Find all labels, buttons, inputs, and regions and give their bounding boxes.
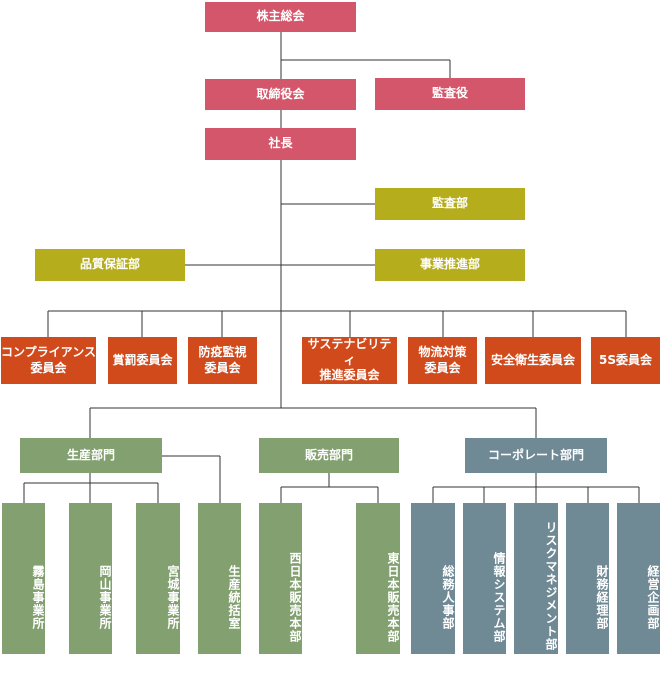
committee-rewards-discipline: 賞罰委員会 [108,337,177,384]
unit-general-affairs-hr: 総務人事部 [411,503,455,654]
unit-corporate-planning: 経営企画部 [617,503,660,654]
business-promotion-box: 事業推進部 [375,249,525,281]
committee-health-safety: 安全衛生委員会 [485,337,581,384]
president-box: 社長 [205,128,356,160]
sales-division-box: 販売部門 [259,438,399,473]
unit-production-control: 生産統括室 [198,503,241,654]
unit-finance-accounting: 財務経理部 [566,503,609,654]
shareholders-meeting-box: 株主総会 [205,2,356,32]
unit-information-systems: 情報システム部 [463,503,506,654]
corporate-division-box: コーポレート部門 [465,438,607,473]
board-of-directors-box: 取締役会 [205,79,356,110]
unit-okayama: 岡山事業所 [69,503,112,654]
unit-risk-management: リスクマネジメント部 [514,503,558,654]
unit-kirishima: 霧島事業所 [2,503,45,654]
auditor-box: 監査役 [375,78,525,110]
committee-epidemic-prevention: 防疫監視 委員会 [188,337,257,384]
audit-dept-box: 監査部 [375,188,525,220]
committee-5s: 5S委員会 [591,337,660,384]
committee-sustainability: サステナビリティ 推進委員会 [302,337,397,384]
unit-west-japan-sales: 西日本販売本部 [259,503,302,654]
committee-compliance: コンプライアンス 委員会 [1,337,96,384]
production-division-box: 生産部門 [20,438,162,473]
unit-miyagi: 宮城事業所 [136,503,180,654]
quality-assurance-box: 品質保証部 [35,249,185,281]
unit-east-japan-sales: 東日本販売本部 [356,503,400,654]
committee-logistics: 物流対策 委員会 [408,337,477,384]
